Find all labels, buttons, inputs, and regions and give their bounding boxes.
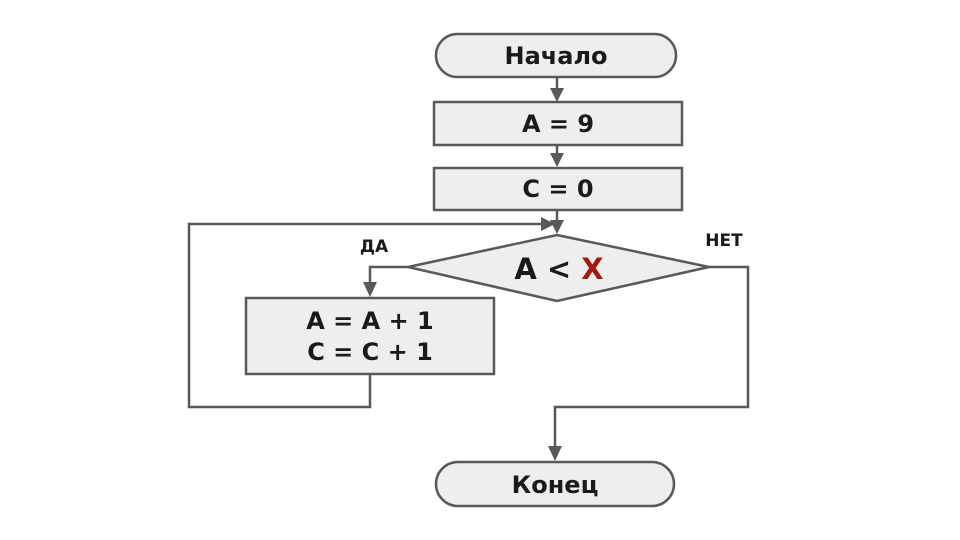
condition-text: A < X (514, 252, 603, 286)
arrowhead (550, 220, 564, 234)
init-a-label: A = 9 (522, 110, 594, 138)
arrowhead (550, 88, 564, 102)
yes-label: ДА (360, 237, 389, 257)
arrowhead (550, 153, 564, 167)
connector-yes-branch (368, 265, 408, 284)
end-label: Конец (512, 471, 599, 499)
condition-left: A < (514, 252, 571, 286)
condition-decision (407, 233, 710, 303)
start-terminal (434, 32, 678, 79)
arrowhead (541, 217, 555, 231)
connector-loop-back (187, 222, 545, 409)
end-terminal (434, 460, 676, 508)
no-label: НЕТ (705, 231, 743, 251)
init-c-process (432, 166, 684, 212)
init-c-label: C = 0 (522, 175, 593, 203)
loop-body-line1: A = A + 1 (306, 307, 434, 335)
loop-body-line2: C = C + 1 (307, 338, 433, 366)
loop-body-process (244, 296, 496, 376)
arrowhead (548, 446, 562, 461)
connector-no-branch (553, 265, 750, 448)
start-label: Начало (504, 42, 607, 70)
condition-variable: X (581, 252, 603, 286)
init-a-process (432, 100, 684, 147)
arrowhead (363, 282, 377, 297)
